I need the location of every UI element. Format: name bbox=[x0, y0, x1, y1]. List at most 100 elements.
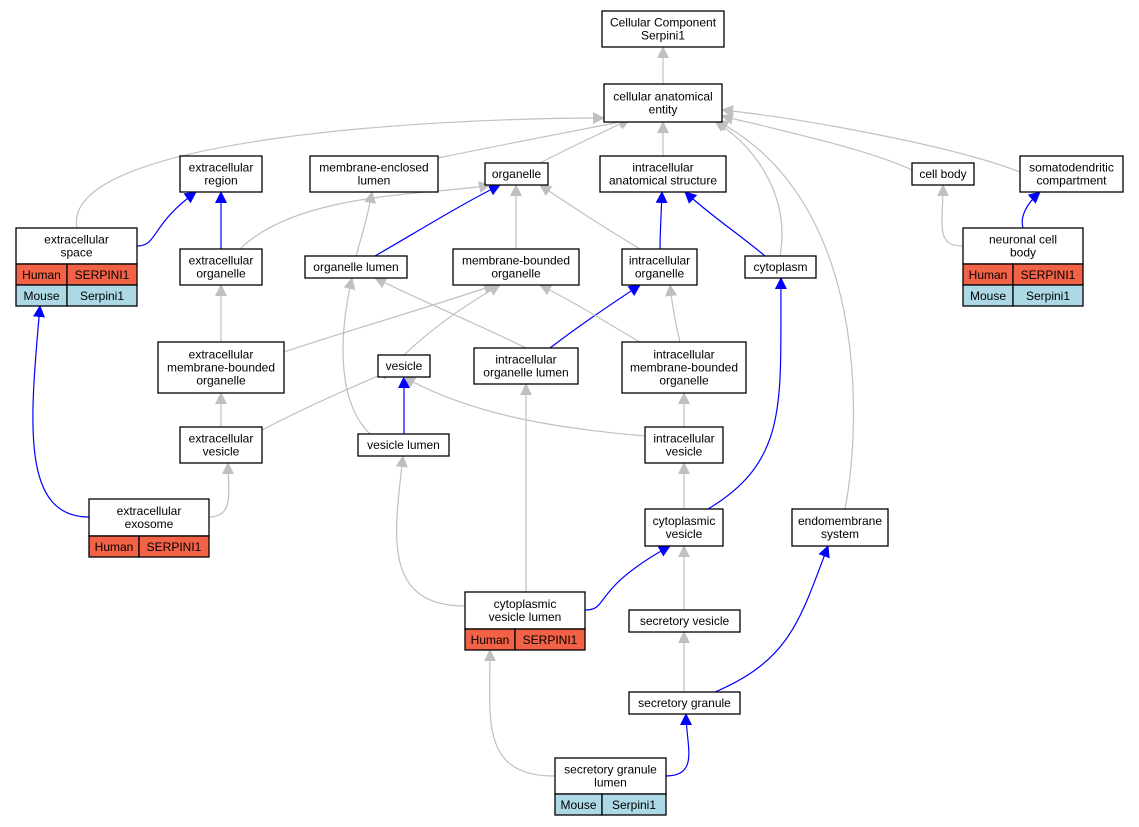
gene-label: SERPINI1 bbox=[523, 633, 578, 647]
part-of-edge bbox=[655, 191, 668, 250]
node-box bbox=[601, 10, 725, 48]
node-box bbox=[309, 155, 439, 193]
part-of-edge bbox=[1021, 191, 1041, 229]
node-label-line: cytoplasm bbox=[753, 260, 807, 274]
is-a-edge bbox=[437, 116, 631, 159]
node-label-line: organelle bbox=[491, 267, 541, 281]
node-box bbox=[1019, 155, 1124, 193]
node-cyto[interactable]: cytoplasm bbox=[744, 255, 817, 279]
node-box bbox=[473, 347, 579, 385]
node-box bbox=[179, 426, 263, 464]
node-label-line: membrane-bounded bbox=[167, 361, 275, 375]
node-label-line: entity bbox=[649, 103, 678, 117]
node-label-line: organelle bbox=[196, 374, 246, 388]
node-box bbox=[452, 248, 580, 286]
species-label: Human bbox=[95, 540, 134, 554]
node-label-line: cytoplasmic bbox=[653, 514, 716, 528]
node-box bbox=[644, 508, 724, 547]
part-of-edge bbox=[584, 545, 671, 611]
node-label-line: intracellular bbox=[629, 254, 690, 268]
is-a-edge bbox=[716, 120, 855, 510]
node-box bbox=[644, 426, 724, 464]
node-box bbox=[911, 162, 975, 186]
is-a-edge bbox=[539, 284, 641, 343]
edge-cvl-to-vl bbox=[395, 455, 466, 607]
edge-iv-to-ves bbox=[403, 376, 646, 437]
node-ol[interactable]: organelle lumen bbox=[304, 255, 408, 279]
edge-exo-to-ev bbox=[208, 462, 235, 518]
is-a-edge bbox=[355, 191, 377, 257]
edge-cyto-to-cae bbox=[714, 120, 783, 257]
edge-es-to-cae bbox=[76, 112, 605, 229]
gene-cell bbox=[1012, 284, 1084, 307]
node-label-line: region bbox=[204, 174, 237, 188]
edge-imbo-to-io bbox=[665, 284, 681, 343]
is-a-edge bbox=[665, 284, 681, 343]
part-of-edge bbox=[714, 545, 830, 693]
node-org[interactable]: organelle bbox=[484, 162, 549, 186]
node-box bbox=[357, 433, 450, 457]
node-label-line: compartment bbox=[1036, 174, 1107, 188]
node-label-line: endomembrane bbox=[798, 514, 882, 528]
is-a-edge bbox=[342, 277, 371, 435]
node-box bbox=[304, 255, 408, 279]
gene-label: Serpini1 bbox=[80, 289, 124, 303]
is-a-edge bbox=[239, 181, 491, 250]
edge-iol-to-io bbox=[549, 284, 641, 349]
node-label-line: secretory vesicle bbox=[640, 614, 730, 628]
is-a-edge bbox=[403, 376, 646, 437]
part-of-edge bbox=[665, 713, 693, 777]
edge-sg-to-ems bbox=[714, 545, 830, 693]
node-label-line: extracellular bbox=[189, 432, 254, 446]
edge-sdc-to-cae bbox=[721, 105, 1021, 173]
edge-mel-to-cae bbox=[437, 116, 631, 159]
node-label-line: Serpini1 bbox=[641, 29, 685, 43]
is-a-edge bbox=[539, 184, 641, 250]
edge-cvl-to-cv bbox=[584, 545, 671, 611]
node-ves[interactable]: vesicle bbox=[377, 354, 431, 378]
part-of-edge bbox=[684, 191, 766, 257]
species-label: Mouse bbox=[23, 289, 59, 303]
is-a-edge bbox=[721, 105, 1021, 173]
gene-label: SERPINI1 bbox=[1021, 268, 1076, 282]
node-sg[interactable]: secretory granule bbox=[628, 691, 741, 715]
node-label-line: membrane-bounded bbox=[462, 254, 570, 268]
edge-exo-to-es bbox=[32, 305, 90, 518]
is-a-edge bbox=[261, 368, 393, 431]
node-label-line: lumen bbox=[358, 174, 391, 188]
node-label-line: body bbox=[1010, 246, 1036, 260]
is-a-edge bbox=[395, 455, 466, 607]
node-label-line: organelle bbox=[196, 267, 246, 281]
node-label-line: cell body bbox=[919, 167, 966, 181]
node-label-line: vesicle bbox=[203, 445, 240, 459]
node-box bbox=[179, 155, 263, 193]
node-vl[interactable]: vesicle lumen bbox=[357, 433, 450, 457]
node-label-line: lumen bbox=[594, 776, 627, 790]
node-label-line: Cellular Component bbox=[610, 16, 717, 30]
node-sv[interactable]: secretory vesicle bbox=[628, 609, 741, 633]
node-box bbox=[377, 354, 431, 378]
node-box bbox=[621, 341, 747, 394]
node-cb[interactable]: cell body bbox=[911, 162, 975, 186]
